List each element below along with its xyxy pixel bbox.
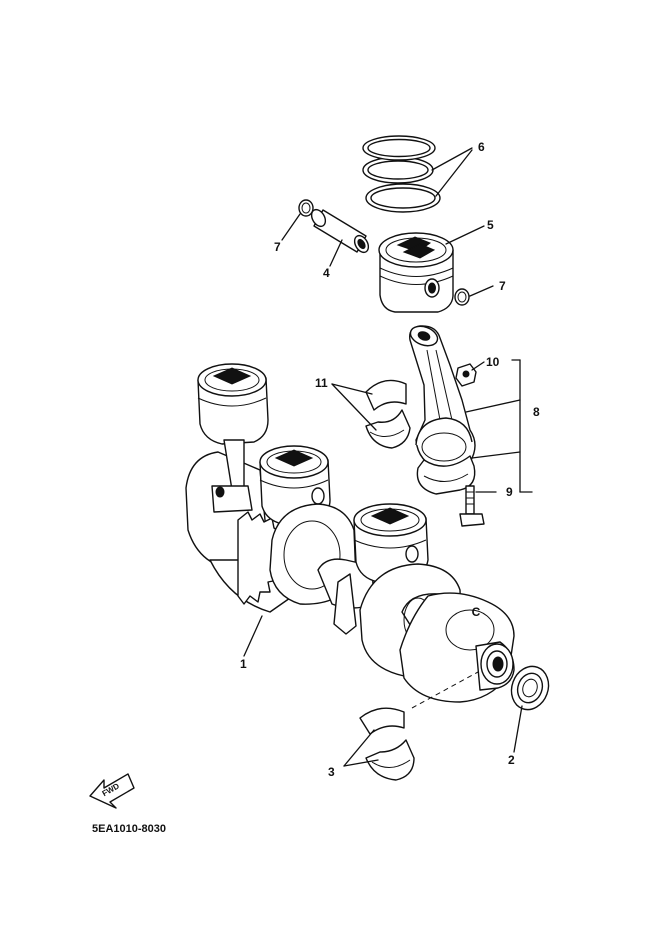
callout-4: 4 — [323, 266, 330, 280]
callout-10: 10 — [486, 355, 500, 369]
leader-lines — [243, 147, 533, 767]
forward-direction-arrow: FWD — [89, 773, 135, 809]
oil-seal — [510, 665, 550, 711]
piston-pin — [310, 208, 370, 254]
callout-11: 11 — [315, 376, 328, 390]
piston — [378, 232, 454, 313]
circlip-right — [454, 288, 470, 306]
callout-7-left: 7 — [274, 240, 281, 254]
callout-6: 6 — [478, 140, 485, 154]
big-end-bearings — [365, 379, 411, 449]
circlip-left — [298, 199, 314, 217]
callout-1: 1 — [240, 657, 247, 671]
callout-9: 9 — [506, 485, 513, 499]
rod-nut — [455, 363, 477, 387]
diagram-code: 5EA1010-8030 — [92, 823, 166, 835]
piston-rings — [362, 135, 441, 213]
callout-3: 3 — [328, 765, 335, 779]
callout-2: 2 — [508, 753, 515, 767]
callout-labels: 6 5 7 7 4 10 11 8 9 1 2 3 — [240, 140, 540, 779]
callout-5: 5 — [487, 218, 494, 232]
crank-mark-letter: C — [472, 605, 481, 619]
crankshaft-assembly — [185, 363, 515, 703]
callout-8: 8 — [533, 405, 540, 419]
main-bearings — [359, 707, 415, 781]
rod-bolt — [459, 485, 485, 527]
connecting-rod-cap — [416, 455, 476, 495]
connecting-rod — [409, 325, 476, 471]
callout-7-right: 7 — [499, 279, 506, 293]
